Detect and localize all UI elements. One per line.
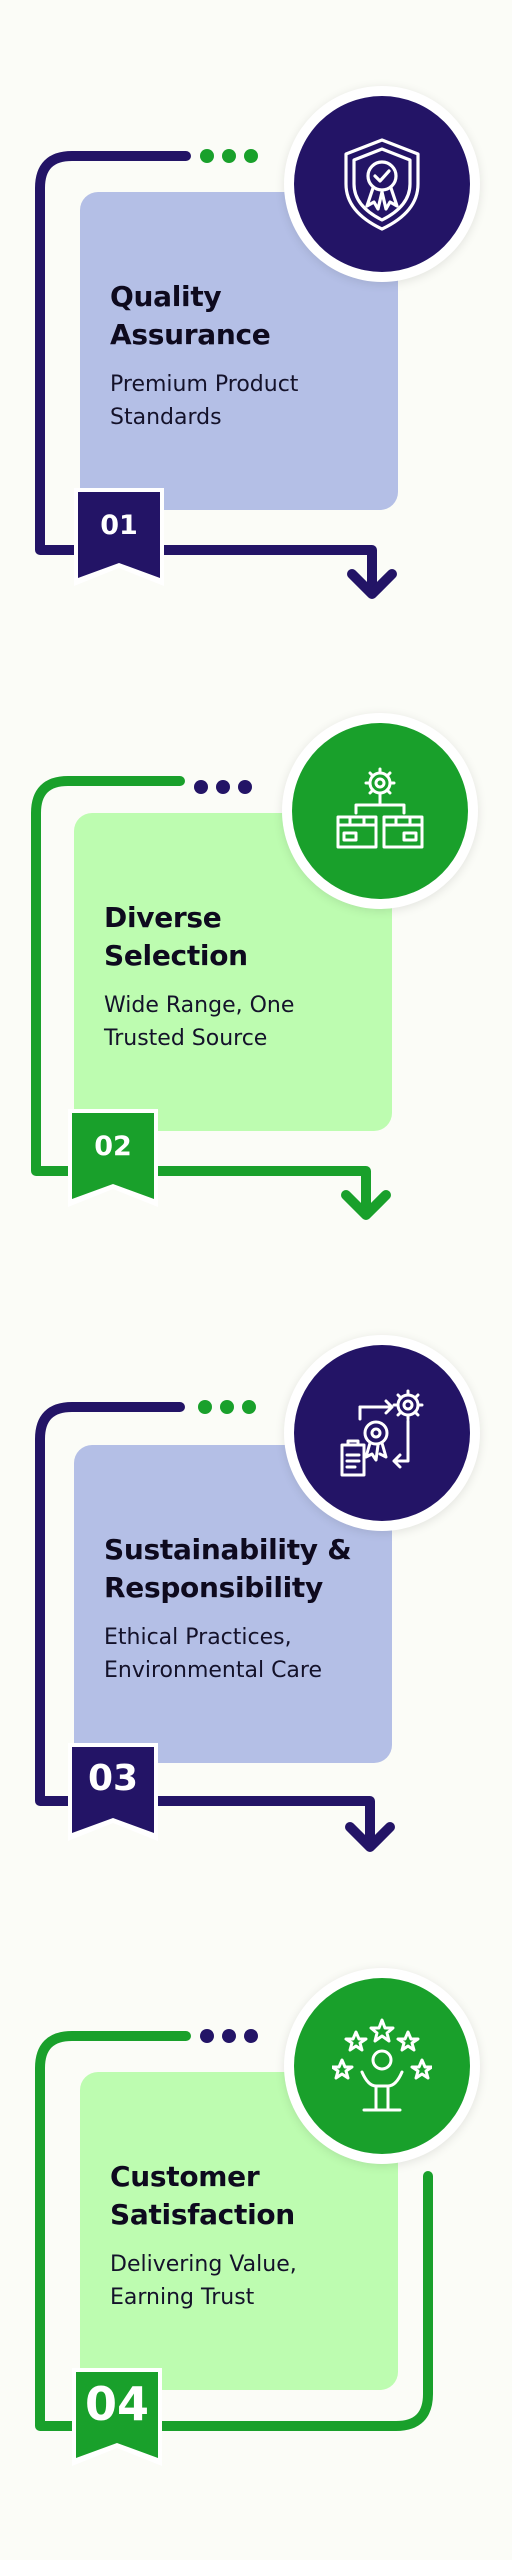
- step-number-badge: 04: [72, 2368, 162, 2466]
- process-certificate-icon: [340, 1389, 424, 1477]
- happy-customer-stars-icon: [332, 2018, 432, 2112]
- gear-boxes-icon: [336, 767, 424, 849]
- step-number: 03: [87, 1758, 139, 1799]
- connector-bracket: [31, 776, 391, 1220]
- icon-circle: [284, 86, 480, 282]
- icon-circle: [282, 713, 478, 909]
- card-title: Sustainability & Responsibility: [104, 1533, 352, 1604]
- connector-bracket: [35, 1400, 395, 1852]
- step-number-badge: 02: [68, 1109, 158, 1207]
- connector-bracket: [35, 149, 397, 599]
- step-number-badge: 03: [68, 1743, 158, 1841]
- step-number: 01: [100, 510, 138, 541]
- step-number: 04: [84, 2377, 149, 2431]
- step-number: 02: [94, 1131, 132, 1162]
- icon-circle: [284, 1968, 480, 2164]
- shield-award-icon: [344, 138, 420, 231]
- step-sustainability: Sustainability & Responsibility Ethical …: [0, 1335, 512, 1875]
- connector-bracket: [35, 2029, 433, 2431]
- card-subtitle: Delivering Value, Earning Trust: [110, 2252, 297, 2310]
- card-subtitle: Wide Range, One Trusted Source: [104, 993, 295, 1051]
- step-customer-satisfaction: Customer Satisfaction Delivering Value, …: [0, 1960, 512, 2500]
- card-title: Diverse Selection: [104, 901, 248, 972]
- step-number-badge: 01: [74, 488, 164, 586]
- step-quality-assurance: Quality Assurance Premium Product Standa…: [0, 80, 512, 620]
- step-diverse-selection: Diverse Selection Wide Range, One Truste…: [0, 705, 512, 1245]
- card-subtitle: Ethical Practices, Environmental Care: [104, 1625, 323, 1683]
- card-title: Quality Assurance: [110, 280, 271, 351]
- card-subtitle: Premium Product Standards: [110, 372, 299, 430]
- icon-circle: [284, 1335, 480, 1531]
- card-title: Customer Satisfaction: [110, 2160, 295, 2231]
